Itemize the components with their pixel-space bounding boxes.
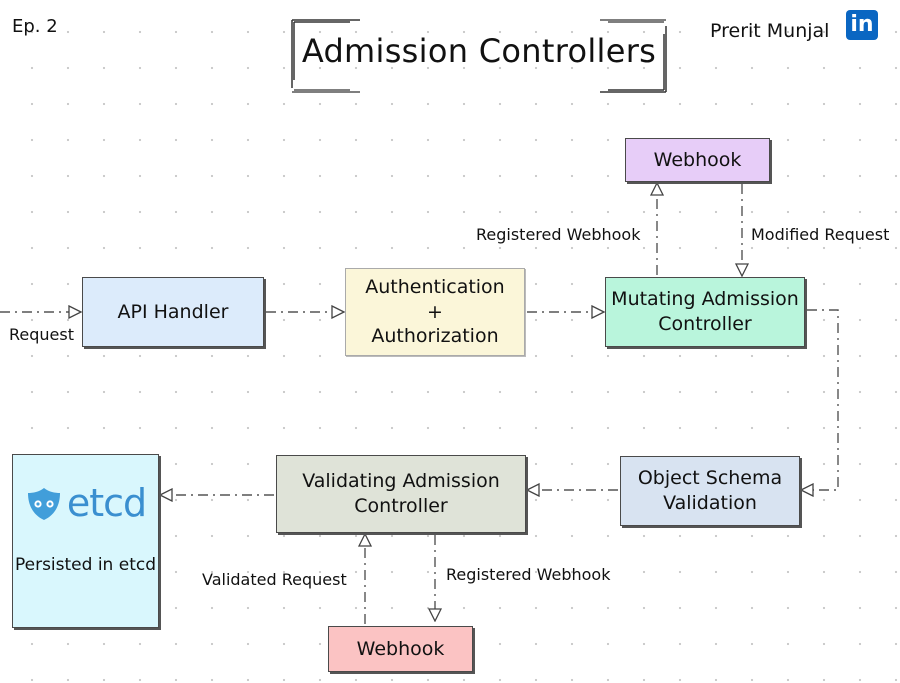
etcd-robot-icon [27, 487, 60, 520]
request-label: Request [9, 325, 74, 344]
authentication-label: Authentication [365, 275, 505, 298]
edge-mutating-to-schema [802, 309, 839, 490]
plus-label: + [427, 300, 443, 323]
episode-label: Ep. 2 [12, 16, 58, 37]
webhook-top-node: Webhook [625, 138, 770, 182]
validated-request-label: Validated Request [202, 570, 347, 589]
webhook-top-label: Webhook [653, 148, 742, 171]
authorization-label: Authorization [371, 325, 499, 348]
modified-request-label: Modified Request [751, 225, 890, 244]
object-schema-label-line2: Validation [663, 492, 757, 514]
mutating-label-line1: Mutating Admission [611, 288, 799, 311]
persisted-in-etcd-label: Persisted in etcd [14, 555, 156, 576]
api-handler-label: API Handler [117, 300, 229, 323]
author-name: Prerit Munjal [710, 20, 830, 42]
registered-webhook-bottom-label: Registered Webhook [446, 565, 611, 584]
linkedin-icon[interactable]: in [846, 10, 878, 40]
title-frame [291, 19, 667, 93]
validating-label-line2: Controller [354, 495, 448, 517]
page-title: Admission Controllers [301, 32, 657, 70]
object-schema-validation-node: Object Schema Validation [620, 456, 800, 526]
webhook-bottom-label: Webhook [356, 637, 445, 660]
etcd-node: etcd Persisted in etcd [12, 454, 159, 628]
validating-admission-controller-node: Validating Admission Controller [276, 455, 526, 533]
mutating-admission-controller-node: Mutating Admission Controller [605, 277, 805, 347]
etcd-wordmark: etcd [66, 481, 147, 525]
mutating-label-line2: Controller [658, 313, 752, 335]
etcd-logo: etcd [25, 479, 147, 528]
registered-webhook-top-label: Registered Webhook [476, 225, 641, 244]
authentication-authorization-node: Authentication + Authorization [345, 268, 525, 356]
webhook-bottom-node: Webhook [328, 626, 473, 672]
object-schema-label-line1: Object Schema [637, 467, 783, 490]
validating-label-line1: Validating Admission [302, 470, 500, 493]
api-handler-node: API Handler [82, 277, 264, 347]
